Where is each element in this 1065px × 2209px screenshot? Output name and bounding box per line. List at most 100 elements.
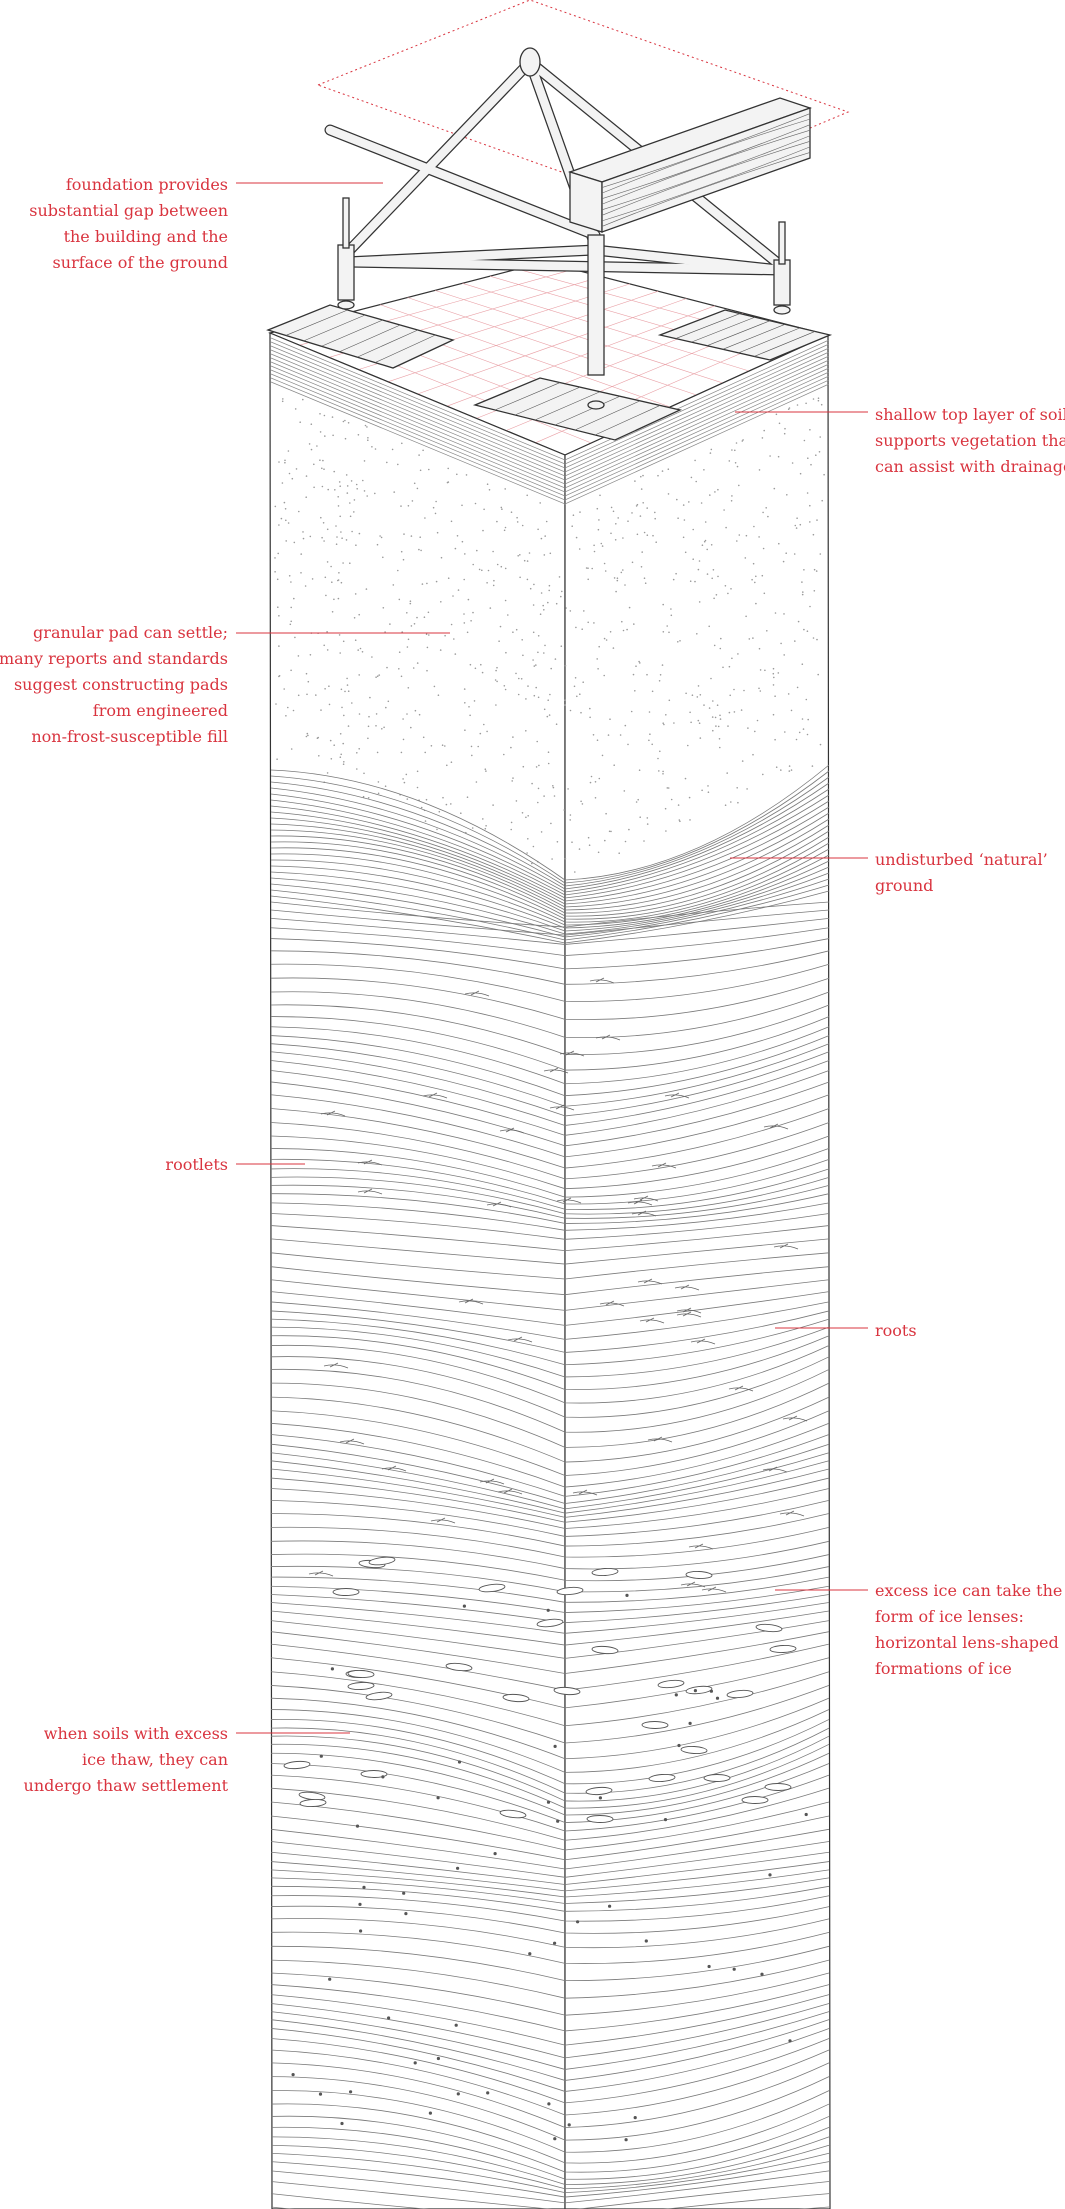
granular-dot (740, 709, 743, 711)
stratum-line (270, 909, 830, 936)
granular-dot (338, 634, 341, 636)
granular-dot (773, 487, 776, 490)
granular-dot (703, 469, 705, 471)
stratum-line (270, 1225, 830, 1252)
granular-dot (791, 462, 794, 464)
granular-dot (338, 481, 341, 483)
granular-dot (515, 672, 517, 675)
granular-dot (463, 578, 466, 581)
ice-lens (586, 1815, 614, 1823)
granular-dot (411, 500, 414, 502)
granular-dot (588, 844, 591, 846)
granular-dot (362, 795, 365, 798)
plank-line (691, 316, 756, 343)
granular-dot (496, 680, 498, 683)
granular-dot (786, 494, 788, 496)
granular-dot (741, 440, 744, 442)
granular-dot (783, 432, 786, 435)
grain-line (601, 118, 811, 194)
granular-dot (277, 552, 280, 555)
granular-dot (546, 715, 549, 718)
granular-dot (634, 690, 636, 692)
granular-dot (407, 638, 410, 641)
granular-dot (376, 543, 379, 546)
granular-dot (730, 588, 732, 590)
granular-dot (347, 422, 350, 424)
granular-dot (519, 554, 521, 556)
pebble (362, 1885, 366, 1889)
stratum-line (270, 1382, 830, 1448)
stratum-line (270, 1016, 830, 1071)
stratum-line (270, 1477, 830, 1523)
granular-dot (284, 459, 286, 462)
granular-dot (698, 601, 701, 603)
granular-dot (288, 472, 291, 475)
granular-dot (817, 399, 820, 402)
granular-dot (463, 622, 466, 624)
stratum-line (270, 2181, 830, 2209)
root-mark (779, 1510, 805, 1517)
granular-dot (646, 673, 648, 676)
stratum-line (270, 2011, 830, 2070)
root-mark (357, 1188, 383, 1195)
granular-dot (569, 610, 572, 612)
granular-dot (430, 745, 433, 747)
natural-ground-strata (270, 764, 830, 2209)
granular-dot (337, 579, 340, 581)
stratum-line (270, 842, 830, 920)
granular-dot (670, 608, 672, 610)
granular-dot (617, 517, 619, 519)
granular-dot (815, 570, 818, 572)
pebble (732, 1967, 736, 1971)
granular-dot (689, 580, 692, 582)
granular-dot (302, 398, 304, 401)
granular-dot (313, 463, 315, 466)
granular-dot (583, 610, 585, 612)
granular-dot (522, 765, 525, 768)
granular-dot (400, 751, 403, 754)
granular-dot (646, 823, 649, 825)
granular-dot (610, 830, 612, 833)
plank-line (534, 391, 601, 421)
granular-dot (563, 809, 565, 811)
pebble (693, 1689, 698, 1693)
granular-dot (809, 429, 811, 431)
granular-dot (493, 579, 495, 582)
topsoil-line (270, 353, 830, 477)
granular-dot (610, 506, 613, 509)
granular-dot (758, 469, 761, 471)
granular-dot (447, 467, 450, 470)
granular-dot (507, 614, 509, 616)
root-mark (690, 1338, 716, 1345)
ice-lens (769, 1645, 797, 1653)
granular-dot (377, 781, 380, 783)
ice-lens (536, 1618, 564, 1628)
pebble (608, 1904, 612, 1908)
granular-dot (772, 672, 775, 675)
granular-dot (326, 649, 329, 651)
granular-dot (527, 685, 529, 687)
stratum-line (270, 1213, 830, 1240)
granular-dot (367, 797, 370, 799)
granular-dot (755, 575, 757, 578)
granular-dot (489, 607, 492, 609)
granular-dot (816, 638, 818, 641)
granular-dot (769, 455, 771, 457)
granular-dot (416, 487, 419, 490)
granular-dot (304, 585, 307, 587)
granular-dot (601, 754, 604, 757)
stratum-line (270, 1972, 830, 2016)
granular-dot (719, 647, 722, 650)
granular-dot (635, 801, 638, 803)
granular-dot (641, 551, 643, 553)
ice-lens (657, 1679, 685, 1689)
granular-dot (274, 557, 276, 559)
stratum-line (270, 770, 830, 884)
granular-dot (787, 408, 790, 411)
root-mark (381, 1465, 407, 1472)
granular-dot (593, 550, 596, 553)
granular-dot (442, 796, 444, 799)
root-mark (782, 1415, 808, 1422)
granular-dot (428, 468, 430, 471)
ice-lens (332, 1588, 360, 1596)
